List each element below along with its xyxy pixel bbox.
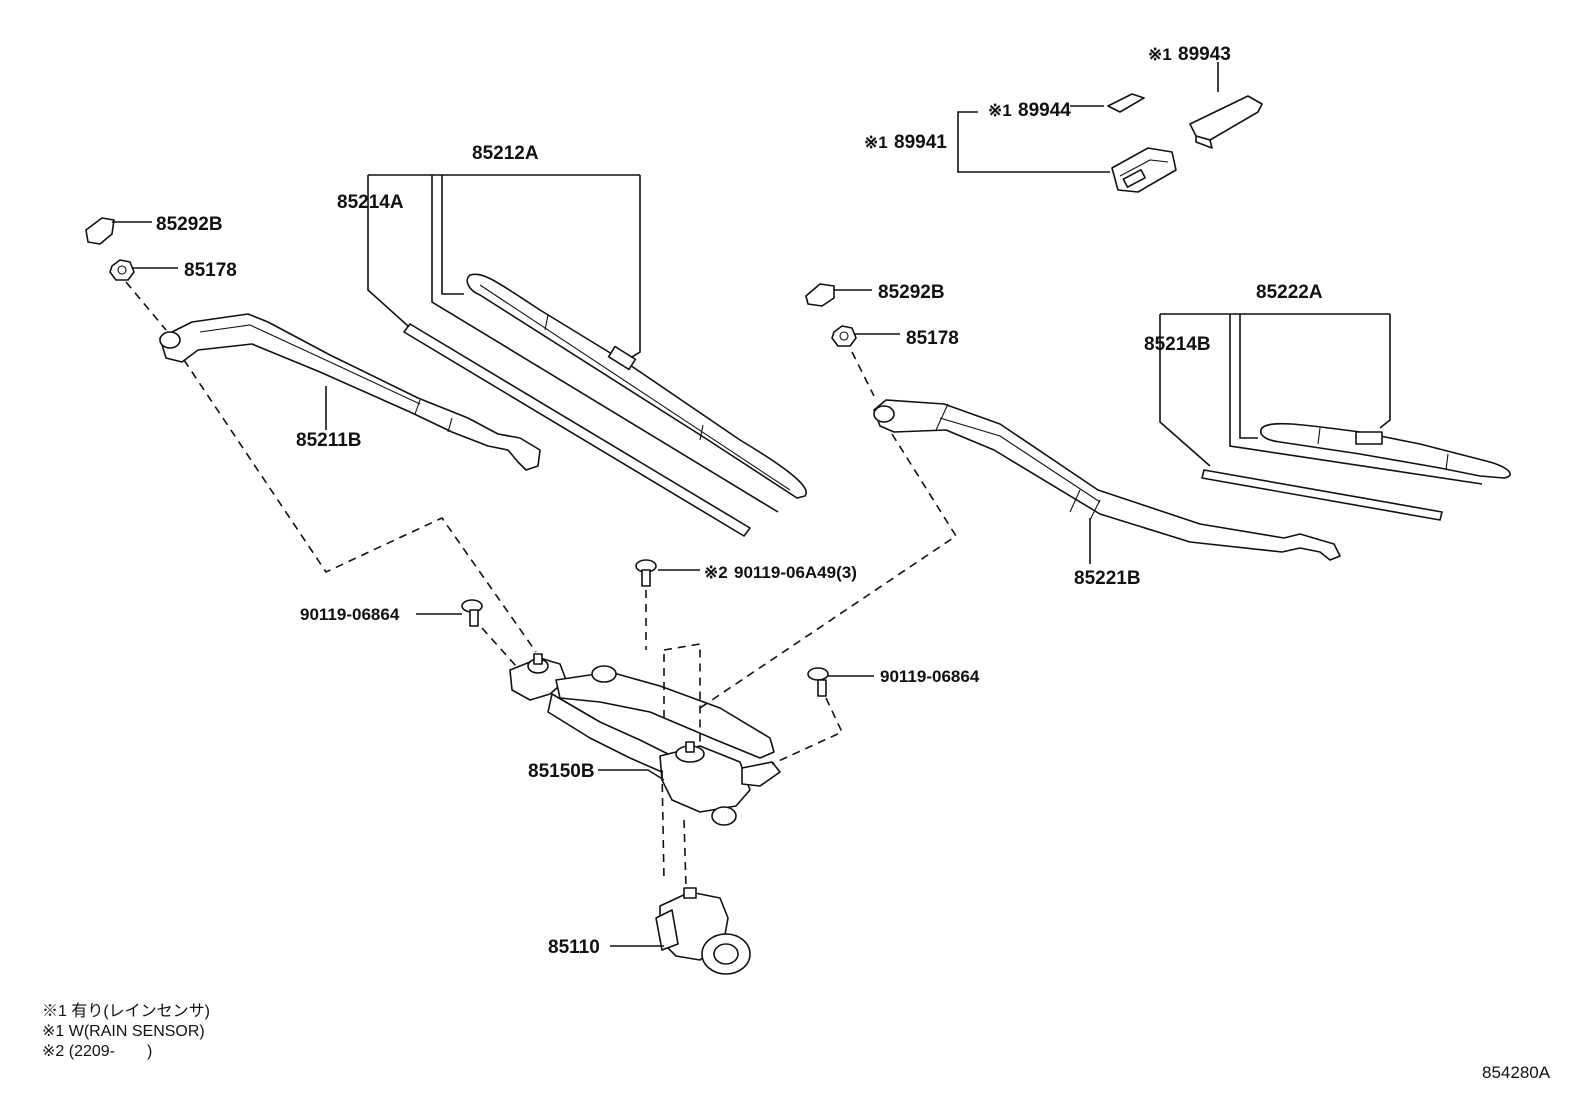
linkage-85150B: [509, 653, 781, 826]
label-85178-left: 85178: [184, 260, 237, 281]
label-85221B: 85221B: [1074, 568, 1141, 589]
label-89943: 89943: [1178, 44, 1231, 65]
label-85292B-left: 85292B: [156, 214, 223, 235]
label-90119-06864-right: 90119-06864: [880, 667, 980, 686]
bolt-90119-06864-left: [416, 599, 483, 627]
mark-89943: ※1: [1148, 45, 1172, 64]
label-90119-06864-left: 90119-06864: [300, 605, 400, 624]
assembly-lines: [125, 281, 958, 889]
note-1: ※1 有り(レインセンサ): [42, 1002, 210, 1020]
label-85211B: 85211B: [296, 430, 362, 451]
note-2: ※1 W(RAIN SENSOR): [42, 1023, 205, 1040]
diagram-code: 854280A: [1482, 1063, 1551, 1082]
mark-90119-06A49: ※2: [704, 563, 728, 582]
bolt-90119-06864-right: [807, 667, 874, 697]
label-85214B: 85214B: [1144, 334, 1211, 355]
nut-85178-left: [109, 259, 178, 281]
label-85212A: 85212A: [472, 143, 539, 164]
blade-85212A: [367, 174, 808, 537]
label-85150B: 85150B: [528, 761, 595, 782]
label-85222A: 85222A: [1256, 282, 1323, 303]
rain-sensor-parts: [957, 62, 1263, 193]
bolt-90119-06A49: [635, 559, 700, 587]
motor-85110: [610, 887, 751, 975]
note-3: ※2 (2209- ): [42, 1043, 152, 1060]
label-89944: 89944: [1018, 100, 1071, 121]
arm-85221B: [873, 399, 1341, 564]
arm-85211B: [159, 313, 541, 471]
label-85214A: 85214A: [337, 192, 404, 213]
label-90119-06A49: 90119-06A49(3): [734, 563, 857, 582]
nut-85178-right: [831, 325, 900, 347]
mark-89941: ※1: [864, 133, 888, 152]
label-85178-right: 85178: [906, 328, 959, 349]
blade-85222A: [1159, 313, 1511, 521]
label-85292B-right: 85292B: [878, 282, 945, 303]
label-89941: 89941: [894, 132, 947, 153]
label-85110: 85110: [548, 937, 600, 958]
cap-85292B-right: [805, 283, 872, 307]
mark-89944: ※1: [988, 101, 1012, 120]
cap-85292B-left: [85, 217, 152, 245]
